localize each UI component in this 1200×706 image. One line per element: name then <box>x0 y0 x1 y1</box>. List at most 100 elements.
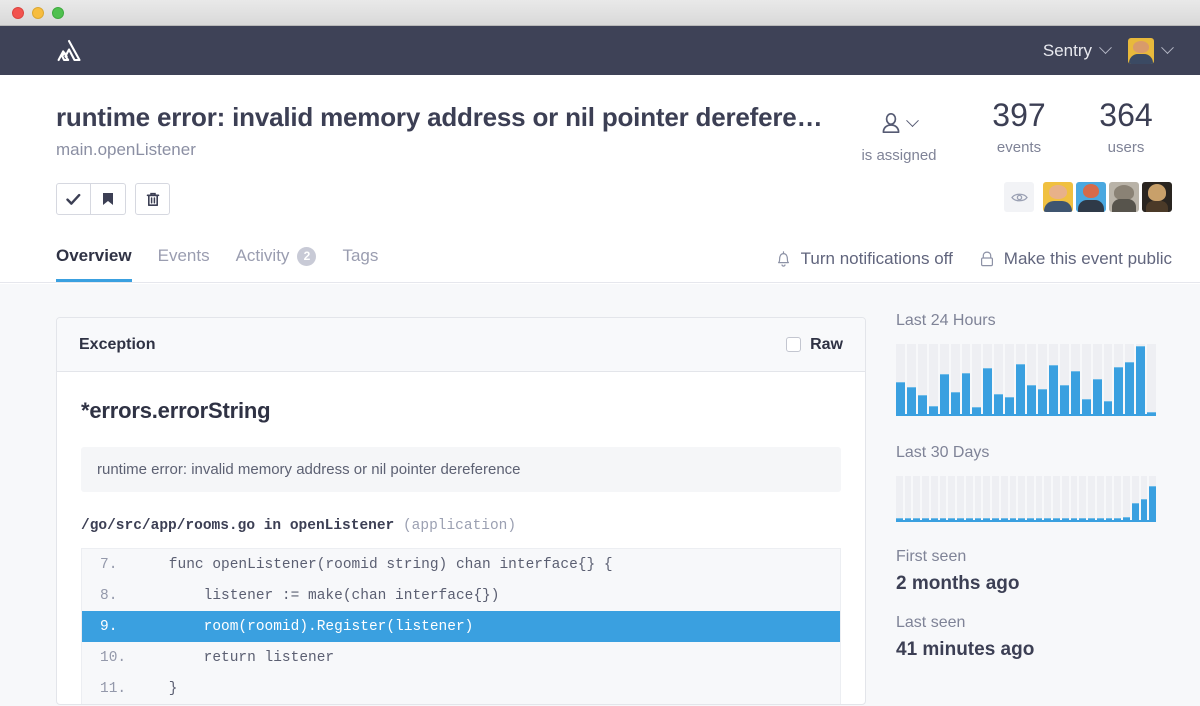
chart-bar-column[interactable] <box>913 476 921 520</box>
events-stat[interactable]: 397 events <box>958 95 1080 156</box>
chart-bar-column[interactable] <box>1092 344 1102 414</box>
seen-avatar-3[interactable] <box>1109 182 1139 212</box>
chart-bar-column[interactable] <box>965 476 973 520</box>
bookmark-button[interactable] <box>91 183 126 215</box>
chart-bar-column[interactable] <box>992 476 999 520</box>
chart-bar-column[interactable] <box>983 344 993 414</box>
chart-bar-column[interactable] <box>1018 476 1026 520</box>
raw-checkbox[interactable] <box>786 337 802 352</box>
chart-bar-column[interactable] <box>948 476 956 520</box>
chart-bar-column[interactable] <box>957 476 964 520</box>
chart-bar-column[interactable] <box>974 476 982 520</box>
code-line[interactable]: 10. return listener <box>82 642 840 673</box>
delete-button[interactable] <box>135 183 170 215</box>
user-dropdown[interactable] <box>1128 37 1174 64</box>
sentry-logo[interactable] <box>54 37 84 65</box>
tab-tags[interactable]: Tags <box>342 246 378 282</box>
eye-icon[interactable] <box>1004 182 1034 212</box>
chart-bar-column[interactable] <box>1048 344 1058 414</box>
chart-bar-column[interactable] <box>1140 476 1148 520</box>
chart-bar-column[interactable] <box>1105 476 1113 520</box>
chart-bar-column[interactable] <box>1149 476 1157 520</box>
assignee-selector[interactable]: is assigned <box>840 95 958 164</box>
chart-bar-column[interactable] <box>1061 476 1069 520</box>
seen-avatar-1[interactable] <box>1043 182 1073 212</box>
chart-bar-column[interactable] <box>917 344 927 414</box>
maximize-window-button[interactable] <box>52 7 64 19</box>
chart-bar-column[interactable] <box>1081 344 1091 414</box>
chart-bar-column[interactable] <box>1123 476 1130 520</box>
chart-bar-column[interactable] <box>939 344 949 414</box>
chart-bar-column[interactable] <box>1147 344 1157 414</box>
stack-frame-title[interactable]: /go/src/app/rooms.go in openListener (ap… <box>81 518 841 534</box>
raw-toggle[interactable]: Raw <box>786 336 843 354</box>
seen-by-list <box>1004 182 1172 212</box>
tab-activity[interactable]: Activity 2 <box>236 246 317 282</box>
chart-bar-column[interactable] <box>1131 476 1139 520</box>
make-public-button[interactable]: Make this event public <box>979 249 1172 269</box>
chart-bar-column[interactable] <box>1027 476 1034 520</box>
code-line[interactable]: 11. } <box>82 673 840 704</box>
chart-bar-column[interactable] <box>961 344 971 414</box>
tab-overview[interactable]: Overview <box>56 246 132 282</box>
chart-bar-column[interactable] <box>1114 476 1122 520</box>
chart-bar <box>1009 518 1017 520</box>
chart-bar-column[interactable] <box>1070 344 1080 414</box>
code-line[interactable]: 7. func openListener(roomid string) chan… <box>82 549 840 580</box>
org-dropdown[interactable]: Sentry <box>1043 41 1112 61</box>
chart-bar-column[interactable] <box>1005 344 1015 414</box>
chart-bar <box>913 518 921 520</box>
seen-avatar-4[interactable] <box>1142 182 1172 212</box>
chart-bar-column[interactable] <box>1103 344 1113 414</box>
minimize-window-button[interactable] <box>32 7 44 19</box>
chart-bar <box>1081 398 1091 414</box>
tab-events[interactable]: Events <box>158 246 210 282</box>
chart-bar-column[interactable] <box>972 344 982 414</box>
chart-bar-column[interactable] <box>1000 476 1008 520</box>
chart-bar-column[interactable] <box>1114 344 1124 414</box>
close-window-button[interactable] <box>12 7 24 19</box>
last-seen-value: 41 minutes ago <box>896 639 1035 660</box>
issue-culprit: main.openListener <box>56 140 196 159</box>
chart-bar-column[interactable] <box>1088 476 1095 520</box>
chart-bar-column[interactable] <box>1096 476 1104 520</box>
chart-bar-column[interactable] <box>950 344 960 414</box>
chart-bar-column[interactable] <box>1059 344 1069 414</box>
code-line-active[interactable]: 9. room(roomid).Register(listener) <box>82 611 840 642</box>
chart-bar <box>994 393 1004 414</box>
chart-bar-column[interactable] <box>1136 344 1146 414</box>
code-line[interactable]: 8. listener := make(chan interface{}) <box>82 580 840 611</box>
frame-path: /go/src/app/rooms.go <box>81 518 256 534</box>
users-stat[interactable]: 364 users <box>1080 95 1172 156</box>
chart-bar-column[interactable] <box>1070 476 1078 520</box>
chart-bar-column[interactable] <box>983 476 991 520</box>
chart-bar-column[interactable] <box>1027 344 1036 414</box>
chart-bar-column[interactable] <box>896 344 905 414</box>
chart-bar-column[interactable] <box>994 344 1004 414</box>
issue-action-buttons <box>56 183 170 215</box>
line-number: 9. <box>100 618 118 635</box>
chart-bar-column[interactable] <box>1035 476 1043 520</box>
chart-bar-column[interactable] <box>906 344 916 414</box>
chart-bar-column[interactable] <box>896 476 903 520</box>
chart-bar-column[interactable] <box>1053 476 1060 520</box>
chart-bar-column[interactable] <box>1009 476 1017 520</box>
chart-bar <box>1044 518 1052 520</box>
chart-bar-column[interactable] <box>1125 344 1135 414</box>
chart-bar-column[interactable] <box>1037 344 1047 414</box>
chart-bar-column[interactable] <box>904 476 912 520</box>
resolve-button[interactable] <box>56 183 91 215</box>
chart-bar-column[interactable] <box>930 476 938 520</box>
chart-bar-column[interactable] <box>1044 476 1052 520</box>
chart-bar <box>906 387 916 414</box>
seen-avatar-2[interactable] <box>1076 182 1106 212</box>
chart-bar-column[interactable] <box>928 344 938 414</box>
chart-bar-column[interactable] <box>1016 344 1026 414</box>
chart-bar-column[interactable] <box>1079 476 1087 520</box>
chart-bar-column[interactable] <box>922 476 929 520</box>
chart-bar <box>1147 411 1157 414</box>
toggle-notifications-button[interactable]: Turn notifications off <box>775 249 953 269</box>
chart-bar-column[interactable] <box>939 476 947 520</box>
chart-bar <box>1070 518 1078 520</box>
first-seen-label: First seen <box>896 548 967 565</box>
